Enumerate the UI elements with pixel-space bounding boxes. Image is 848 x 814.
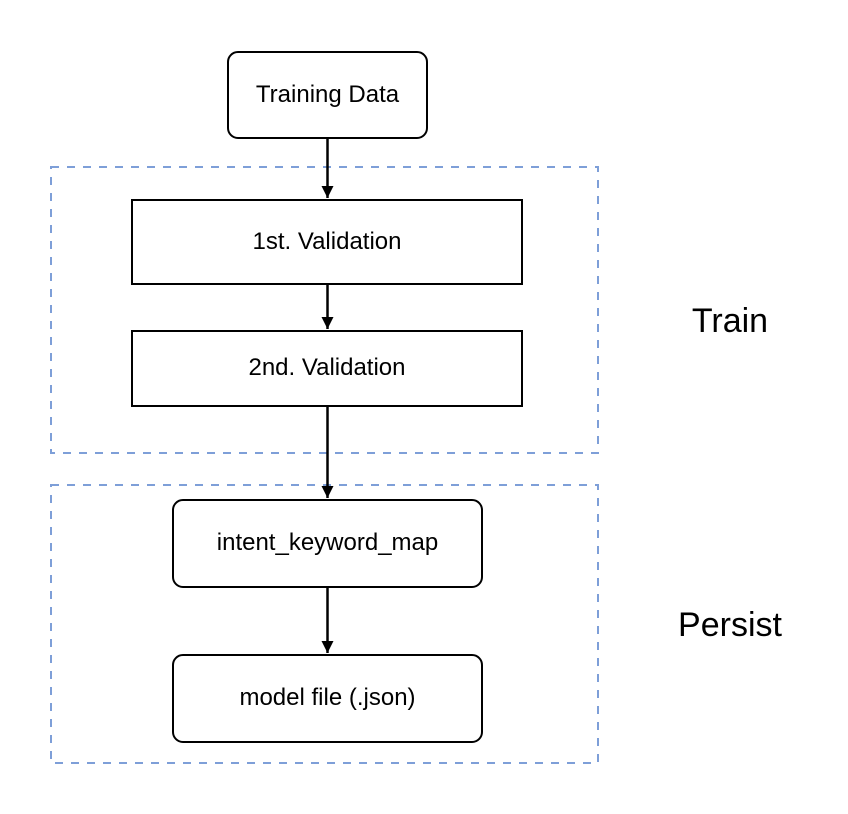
train-group-label: Train	[691, 302, 769, 340]
node-second-validation: 2nd. Validation	[131, 330, 523, 407]
node-model-file-label: model file (.json)	[239, 684, 416, 712]
node-intent-keyword-map: intent_keyword_map	[172, 499, 483, 588]
node-first-validation: 1st. Validation	[131, 199, 523, 285]
node-training-data: Training Data	[227, 51, 428, 139]
node-first-validation-label: 1st. Validation	[252, 227, 402, 255]
node-second-validation-label: 2nd. Validation	[248, 354, 406, 382]
node-model-file: model file (.json)	[172, 654, 483, 743]
node-intent-keyword-map-label: intent_keyword_map	[216, 529, 439, 557]
persist-group-label: Persist	[678, 606, 782, 644]
node-training-data-label: Training Data	[255, 80, 400, 108]
